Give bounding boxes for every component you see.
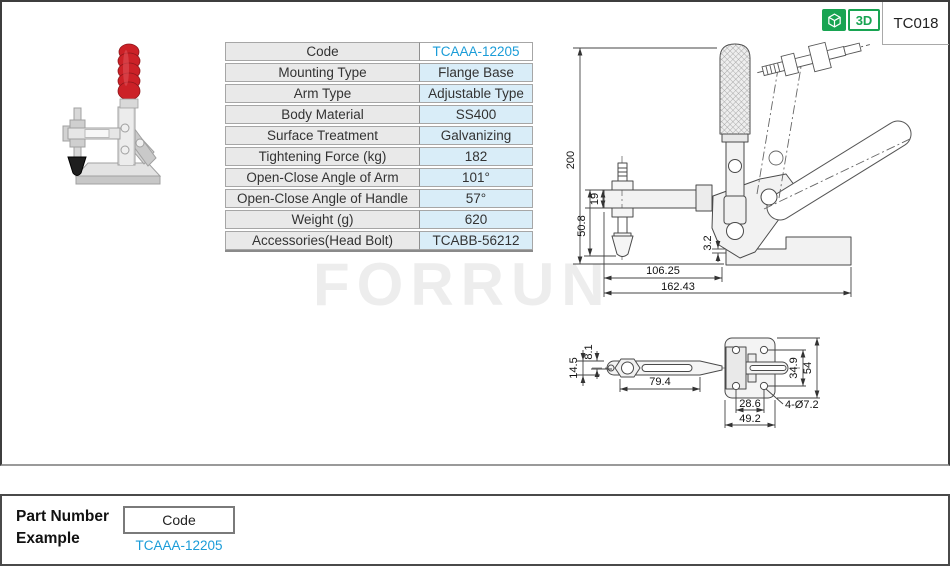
- red-handle-grip: [117, 43, 141, 109]
- rubber-tip: [67, 156, 87, 176]
- spec-label: Mounting Type: [225, 63, 420, 82]
- dim-label-49-2: 49.2: [739, 413, 760, 425]
- spec-value: TCAAA-12205: [420, 42, 533, 61]
- spec-label: Code: [225, 42, 420, 61]
- watermark-logo: FORRUN: [313, 251, 612, 318]
- dim-label-54: 54: [802, 362, 814, 374]
- spec-label: Open-Close Angle of Arm: [225, 168, 420, 187]
- dim-label-34-9: 34.9: [788, 357, 800, 378]
- spec-value: SS400: [420, 105, 533, 124]
- spec-label: Weight (g): [225, 210, 420, 229]
- spec-value: TCABB-56212: [420, 231, 533, 250]
- spec-value: Adjustable Type: [420, 84, 533, 103]
- part-number-title: Part Number Example: [16, 506, 109, 550]
- spec-value: Galvanizing: [420, 126, 533, 145]
- phantom-open-position: [756, 41, 913, 210]
- spec-value: 620: [420, 210, 533, 229]
- spec-row: Accessories(Head Bolt)TCABB-56212: [225, 231, 533, 250]
- dim-label-3-2: 3.2: [702, 235, 714, 250]
- dim-label-106-25: 106.25: [646, 265, 680, 277]
- doc-code: TC018: [882, 2, 949, 45]
- code-box: Code: [123, 506, 235, 534]
- dim-label-holes: 4-Ø7.2: [785, 399, 819, 411]
- top-view-dim-labels: 14.5 8.1 79.4 34.9 54 28.6 49.2 4-Ø7.2: [568, 344, 819, 425]
- dim-label-200: 200: [565, 151, 577, 169]
- front-view: [603, 43, 912, 266]
- part-number-title-line2: Example: [16, 530, 80, 547]
- spec-value: Flange Base: [420, 63, 533, 82]
- dim-label-19: 19: [589, 193, 601, 205]
- part-number-code: TCAAA-12205: [135, 538, 223, 553]
- arm-sticker: [84, 129, 110, 138]
- top-view: [592, 337, 800, 399]
- dim-label-14-5: 14.5: [568, 357, 580, 378]
- dim-label-8-1: 8.1: [583, 344, 595, 359]
- spec-label: Surface Treatment: [225, 126, 420, 145]
- cube-3d-icon: [822, 9, 846, 31]
- spec-label: Accessories(Head Bolt): [225, 231, 420, 250]
- open-handle-outline: [766, 120, 912, 221]
- spec-value: 101°: [420, 168, 533, 187]
- front-view-dim-labels: 200 19 50.8 3.2 106.25 162.43: [565, 151, 714, 293]
- dim-label-79-4: 79.4: [649, 376, 670, 388]
- top-view-dimensions: [577, 337, 820, 428]
- spec-label: Open-Close Angle of Handle: [225, 189, 420, 208]
- dim-label-50-8: 50.8: [576, 215, 588, 236]
- spec-value: 182: [420, 147, 533, 166]
- technical-drawing: 200 19 50.8 3.2 106.25 162.43: [565, 41, 913, 428]
- spec-row: Weight (g)620: [225, 210, 533, 229]
- spec-label: Body Material: [225, 105, 420, 124]
- part-number-title-line1: Part Number: [16, 508, 110, 525]
- dim-label-162-43: 162.43: [661, 281, 695, 293]
- product-photo: [62, 43, 162, 185]
- spec-value: 57°: [420, 189, 533, 208]
- front-view-dimensions: [573, 47, 852, 297]
- dim-label-28-6: 28.6: [739, 398, 760, 410]
- badge-3d[interactable]: 3D: [822, 9, 880, 31]
- spec-label: Tightening Force (kg): [225, 147, 420, 166]
- badge-3d-label: 3D: [848, 9, 880, 31]
- spec-row: Tightening Force (kg)182: [225, 147, 533, 166]
- spec-label: Arm Type: [225, 84, 420, 103]
- spindle-tip: [611, 235, 634, 257]
